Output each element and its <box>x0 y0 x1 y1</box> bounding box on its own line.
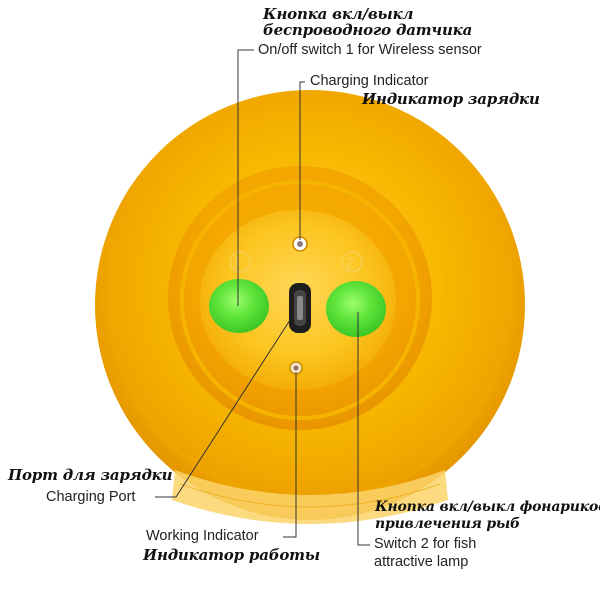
sensor-switch-label-en: On/off switch 1 for Wireless sensor <box>258 42 482 58</box>
charging-indicator-label-en: Charging Indicator <box>310 73 429 89</box>
switch-2-marking: 2 <box>345 255 354 272</box>
working-indicator-label-en: Working Indicator <box>146 528 259 544</box>
warning-sticker <box>172 470 448 524</box>
lamp-switch-label-ru-line2: привлечения рыб <box>375 516 520 532</box>
switch-2 <box>326 281 386 337</box>
sensor-switch-label-ru-line2: беспроводного датчика <box>263 21 473 39</box>
charging-indicator-label-ru: Индикатор зарядки <box>362 90 540 108</box>
lamp-switch-label-ru-line1: Кнопка вкл/выкл фонариков <box>375 499 600 515</box>
charging-port-label-en: Charging Port <box>46 489 136 505</box>
lamp-switch-label-en-line2: attractive lamp <box>374 554 469 570</box>
switch-1-marking: 1 <box>232 255 241 272</box>
working-indicator-label-ru: Индикатор работы <box>143 546 320 564</box>
switch-1 <box>209 279 269 333</box>
charging-port-label-ru: Порт для зарядки <box>8 466 173 484</box>
lamp-switch-label-en-line1: Switch 2 for fish <box>374 536 477 552</box>
sensor-switch-label-ru-line1: Кнопка вкл/выкл <box>263 5 414 23</box>
